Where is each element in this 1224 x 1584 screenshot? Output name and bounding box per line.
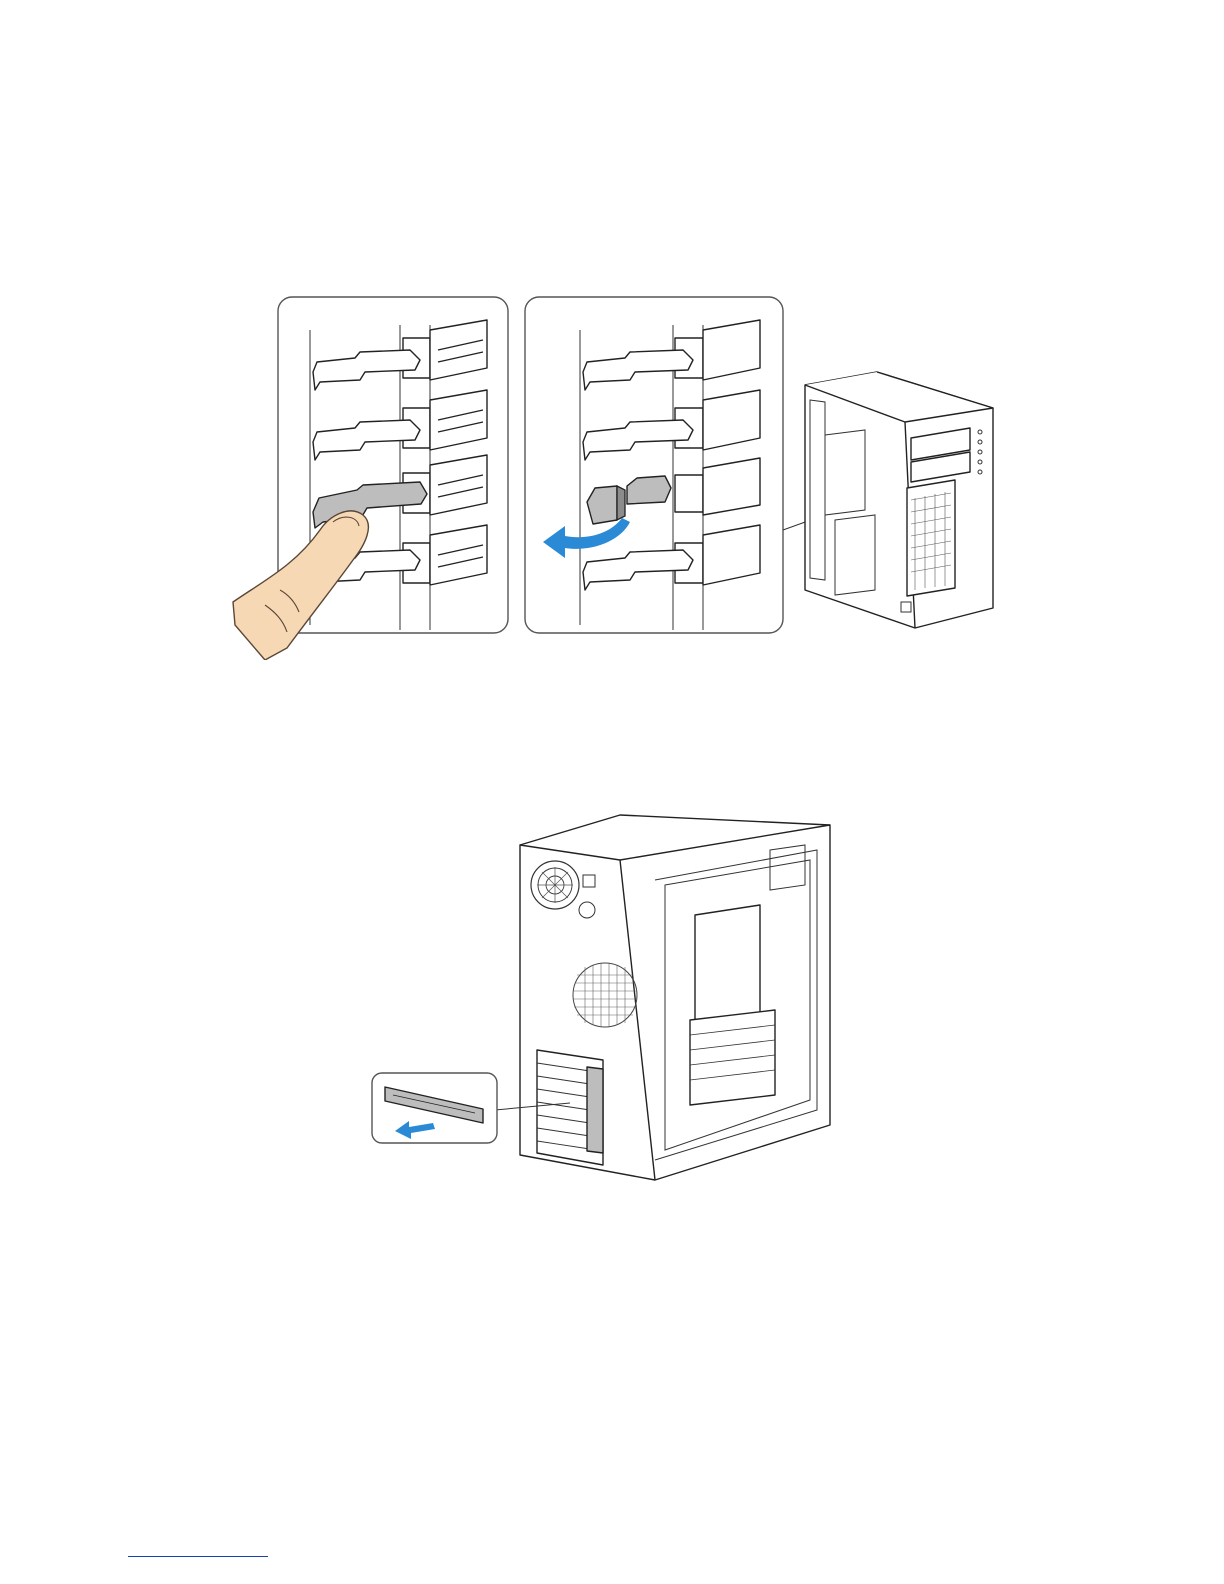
expansion-slot-covers bbox=[537, 1050, 603, 1165]
slot-cover-removal-figure bbox=[365, 805, 840, 1195]
panel-rotate-latch bbox=[525, 297, 783, 633]
slot-cover-callout bbox=[372, 1073, 497, 1143]
latch-release-figure bbox=[225, 290, 1005, 660]
chassis-rear-view bbox=[520, 815, 830, 1180]
chassis-context-view bbox=[783, 372, 993, 628]
footnote-rule bbox=[128, 1556, 268, 1557]
panel-press-latch bbox=[233, 297, 508, 660]
